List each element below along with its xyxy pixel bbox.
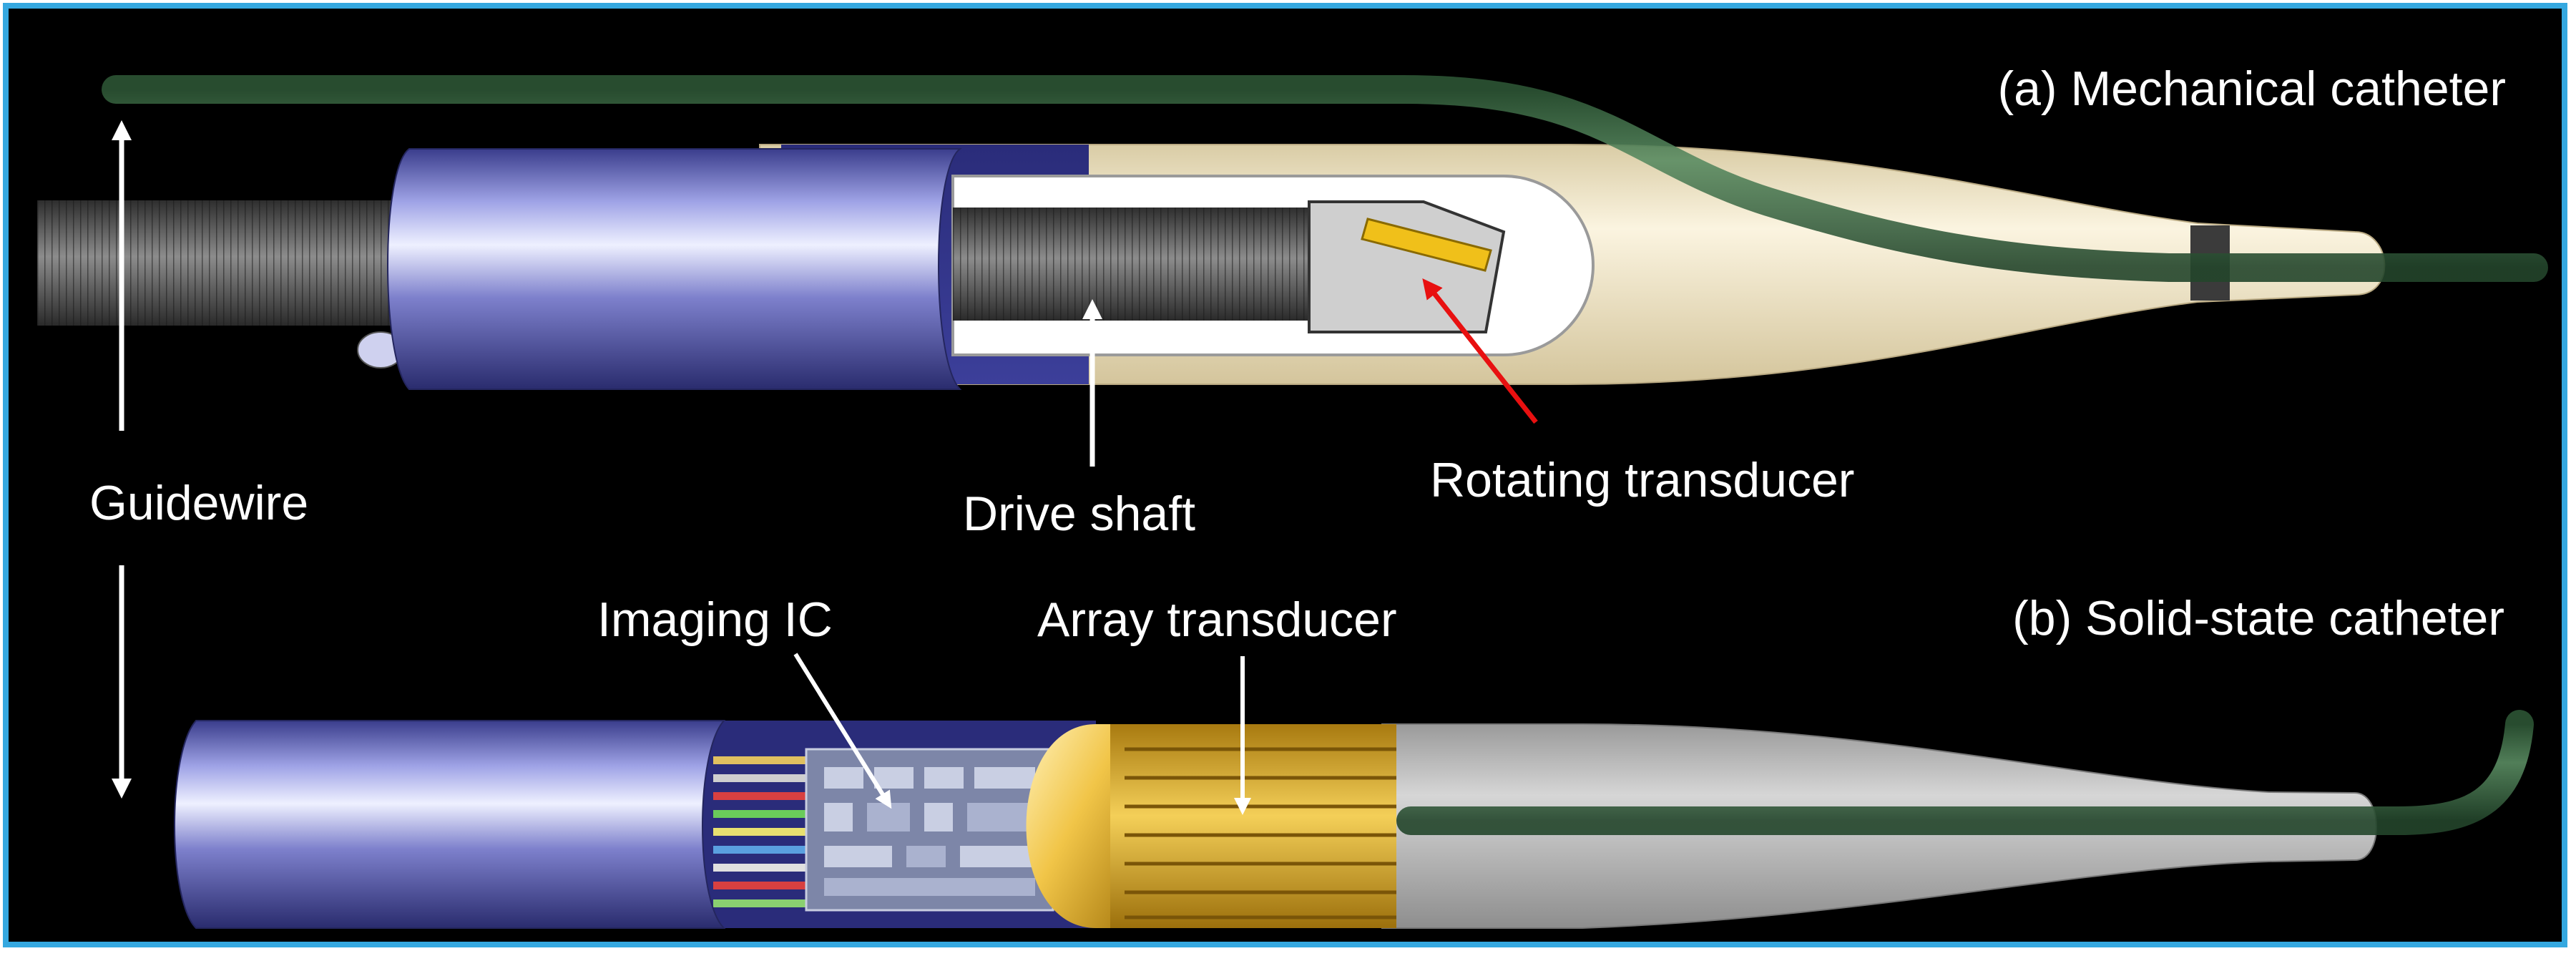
solid-state-catheter-title: (b) Solid-state catheter bbox=[2012, 591, 2504, 645]
array-transducer bbox=[1110, 724, 1396, 928]
imaging-ic-label: Imaging IC bbox=[597, 592, 833, 647]
guidewire-b bbox=[1396, 710, 2534, 835]
drive-shaft-label: Drive shaft bbox=[963, 487, 1195, 541]
ic-wires bbox=[713, 756, 806, 907]
guidewire-label: Guidewire bbox=[89, 476, 309, 530]
rotating-transducer-arrow bbox=[1422, 278, 1538, 424]
outer-sheath-a bbox=[387, 148, 963, 390]
array-transducer-label: Array transducer bbox=[1037, 592, 1397, 647]
rotating-transducer-block bbox=[1308, 200, 1506, 333]
rotating-transducer-label: Rotating transducer bbox=[1430, 453, 1855, 507]
mechanical-catheter bbox=[37, 75, 2548, 390]
imaging-ic-chip bbox=[805, 748, 1054, 912]
diagram-frame: (a) Mechanical catheter (b) Solid-state … bbox=[3, 3, 2567, 947]
imaging-ic-arrow bbox=[793, 653, 892, 809]
drive-shaft-inner bbox=[953, 208, 1311, 321]
mechanical-catheter-title: (a) Mechanical catheter bbox=[1997, 62, 2506, 116]
guidewire-a bbox=[102, 75, 2548, 282]
catheter-diagram bbox=[37, 75, 2548, 929]
outer-sheath-b bbox=[174, 720, 726, 929]
rotating-transducer-element bbox=[1361, 218, 1492, 272]
solid-state-catheter bbox=[52, 710, 2534, 929]
